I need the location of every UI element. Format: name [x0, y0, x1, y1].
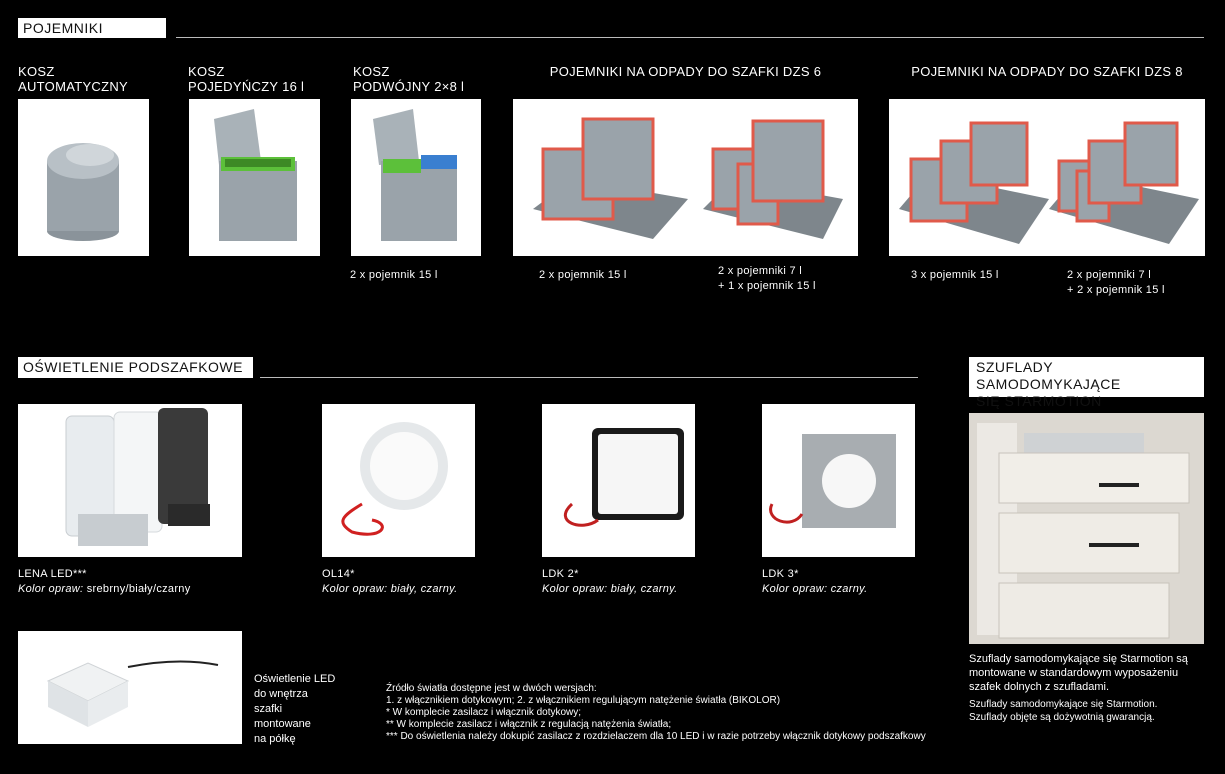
light-source-notes: Źródło światła dostępne jest w dwóch wer… — [386, 683, 966, 743]
caption-line: + 1 x pojemnik 15 l — [718, 280, 816, 292]
light-name-lena: LENA LED*** — [18, 568, 87, 580]
section-divider — [176, 37, 1204, 38]
product-title-dzs6: POJEMNIKI NA ODPADY DO SZAFKI DZS 6 — [549, 64, 822, 79]
image-shelf-led — [18, 631, 242, 744]
product-label-kosz-automatyczny: KOSZ AUTOMATYCZNY — [18, 64, 168, 94]
shelf-led-description: Oświetlenie LED do wnętrza szafki montow… — [254, 672, 364, 747]
product-label-kosz-pojedynczy: KOSZ POJEDYŃCZY 16 l — [188, 64, 338, 94]
note-line: ** W komplecie zasilacz i włącznik z reg… — [386, 719, 672, 730]
image-kosz-automatyczny — [18, 99, 149, 256]
section-title-oswietlenie: OŚWIETLENIE PODSZAFKOWE — [18, 357, 253, 378]
image-dzs8 — [889, 99, 1205, 256]
label-line: KOSZ — [188, 64, 225, 79]
description-line: szafek dolnych z szufladami. — [969, 681, 1110, 693]
starmotion-warranty: Szuflady samodomykające się Starmotion. … — [969, 698, 1209, 724]
note-line: 1. z włącznikiem dotykowym; 2. z włączni… — [386, 695, 781, 706]
description-line: Szuflady samodomykające się Starmotion s… — [969, 653, 1188, 665]
note-line: Źródło światła dostępne jest w dwóch wer… — [386, 683, 597, 694]
note-line: *** Do oświetlenia należy dokupić zasila… — [386, 731, 926, 742]
image-ol14 — [322, 404, 475, 557]
section-title-pojemniki: POJEMNIKI — [18, 18, 166, 38]
light-name-ol14: OL14* — [322, 568, 355, 580]
title-line: SIĘ STARMOTION — [976, 393, 1102, 409]
section-title-szuflady: SZUFLADY SAMODOMYKAJĄCE SIĘ STARMOTION — [969, 357, 1204, 409]
caption-dzs6-1: 2 x pojemnik 15 l — [539, 269, 627, 281]
description-line: Oświetlenie LED — [254, 673, 336, 685]
caption-line: + 2 x pojemnik 15 l — [1067, 284, 1165, 296]
caption-kosz-podwojny: 2 x pojemnik 15 l — [350, 269, 438, 281]
label-line: POJEDYŃCZY 16 l — [188, 79, 305, 94]
warranty-line: Szuflady objęte są dożywotnią gwarancją. — [969, 712, 1155, 723]
color-label: Kolor opraw: — [18, 583, 84, 595]
description-line: do wnętrza — [254, 688, 308, 700]
image-lena-led — [18, 404, 242, 557]
caption-line: 2 x pojemniki 7 l — [718, 265, 802, 277]
light-name-ldk2: LDK 2* — [542, 568, 579, 580]
caption-dzs6-2: 2 x pojemniki 7 l + 1 x pojemnik 15 l — [718, 264, 816, 294]
label-line: AUTOMATYCZNY — [18, 79, 129, 94]
light-color-ldk3: Kolor opraw: czarny. — [762, 583, 868, 595]
starmotion-description: Szuflady samodomykające się Starmotion s… — [969, 652, 1209, 694]
image-starmotion — [969, 413, 1204, 644]
label-line: KOSZ — [353, 64, 390, 79]
caption-dzs8-1: 3 x pojemnik 15 l — [911, 269, 999, 281]
light-color-ol14: Kolor opraw: biały, czarny. — [322, 583, 458, 595]
caption-dzs8-2: 2 x pojemniki 7 l + 2 x pojemnik 15 l — [1067, 268, 1165, 298]
image-ldk3 — [762, 404, 915, 557]
light-name-ldk3: LDK 3* — [762, 568, 799, 580]
light-color-lena: Kolor opraw: srebrny/biały/czarny — [18, 582, 191, 597]
caption-line: 2 x pojemniki 7 l — [1067, 269, 1151, 281]
label-line: PODWÓJNY 2×8 l — [353, 79, 465, 94]
image-kosz-podwojny — [351, 99, 481, 256]
image-dzs6 — [513, 99, 858, 256]
label-line: KOSZ — [18, 64, 55, 79]
section-divider — [260, 377, 918, 378]
title-line: SZUFLADY SAMODOMYKAJĄCE — [976, 359, 1121, 392]
warranty-line: Szuflady samodomykające się Starmotion. — [969, 699, 1158, 710]
note-line: * W komplecie zasilacz i włącznik dotyko… — [386, 707, 582, 718]
image-ldk2 — [542, 404, 695, 557]
description-line: montowane w standardowym wyposażeniu — [969, 667, 1179, 679]
color-value: srebrny/biały/czarny — [83, 583, 191, 595]
light-color-ldk2: Kolor opraw: biały, czarny. — [542, 583, 678, 595]
image-kosz-pojedynczy — [189, 99, 320, 256]
product-title-dzs8: POJEMNIKI NA ODPADY DO SZAFKI DZS 8 — [911, 64, 1183, 79]
description-line: na półkę — [254, 733, 296, 745]
description-line: szafki — [254, 703, 283, 715]
product-label-kosz-podwojny: KOSZ PODWÓJNY 2×8 l — [353, 64, 503, 94]
description-line: montowane — [254, 718, 311, 730]
